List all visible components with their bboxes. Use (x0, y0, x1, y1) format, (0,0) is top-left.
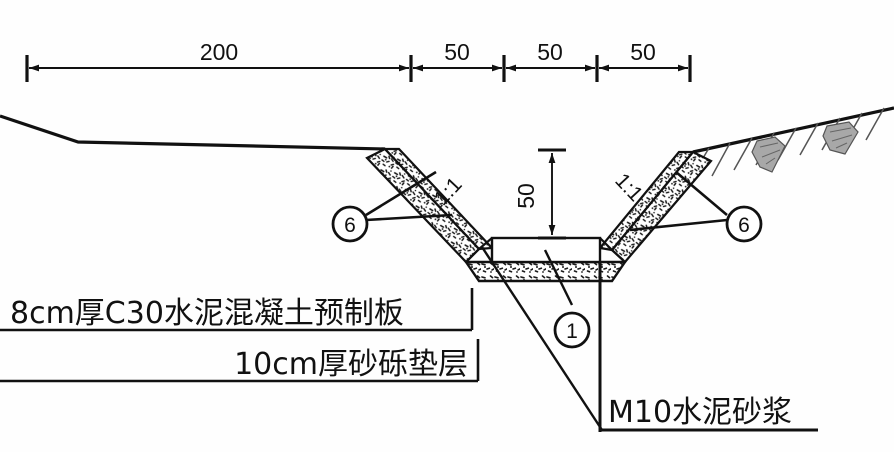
callout-right-leader-2 (629, 218, 728, 232)
left-ground-line (0, 114, 386, 151)
note-cement-mortar: M10水泥砂浆 (608, 395, 792, 430)
note-precast-slab: 8cm厚C30水泥混凝土预制板 (10, 296, 404, 331)
right-slope-line (692, 106, 894, 154)
rock-symbols (751, 121, 859, 173)
callout-left-leader-2 (365, 213, 453, 222)
note-gravel-base: 10cm厚砂砾垫层 (234, 347, 468, 382)
callout-right-label: 6 (738, 214, 750, 237)
dim-extension-ticks (25, 55, 692, 82)
dim-label-50-b: 50 (537, 39, 563, 65)
callout-left-label: 6 (344, 214, 356, 237)
callout-right-6[interactable]: 6 (629, 171, 763, 243)
callout-left-circle (331, 205, 369, 243)
dimension-depth: 50 (513, 148, 566, 240)
callout-right-leader-1 (675, 171, 728, 216)
callout-left-leader-1 (365, 170, 437, 217)
callout-center-label: 1 (566, 320, 578, 343)
callout-center-leader (543, 249, 574, 306)
dim-label-200: 200 (200, 39, 238, 65)
dim-label-depth-50: 50 (513, 183, 539, 209)
dimension-chain-top: 200 50 50 50 (25, 39, 692, 82)
note-block-left: 8cm厚C30水泥混凝土预制板 10cm厚砂砾垫层 (0, 288, 480, 383)
dim-label-50-a: 50 (444, 39, 470, 65)
callout-center-1[interactable]: 1 (543, 249, 591, 349)
callout-left-6[interactable]: 6 (331, 170, 453, 243)
left-ditch-lining (365, 147, 495, 264)
right-slope-hatching (689, 107, 885, 181)
callout-center-circle (553, 311, 591, 349)
right-ditch-lining (597, 150, 713, 264)
dim-label-50-c: 50 (630, 39, 656, 65)
depth-ticks (538, 148, 566, 240)
callout-right-circle (725, 205, 763, 243)
mortar-leader-line (480, 246, 604, 431)
mortar-annotation-lines (480, 246, 818, 432)
